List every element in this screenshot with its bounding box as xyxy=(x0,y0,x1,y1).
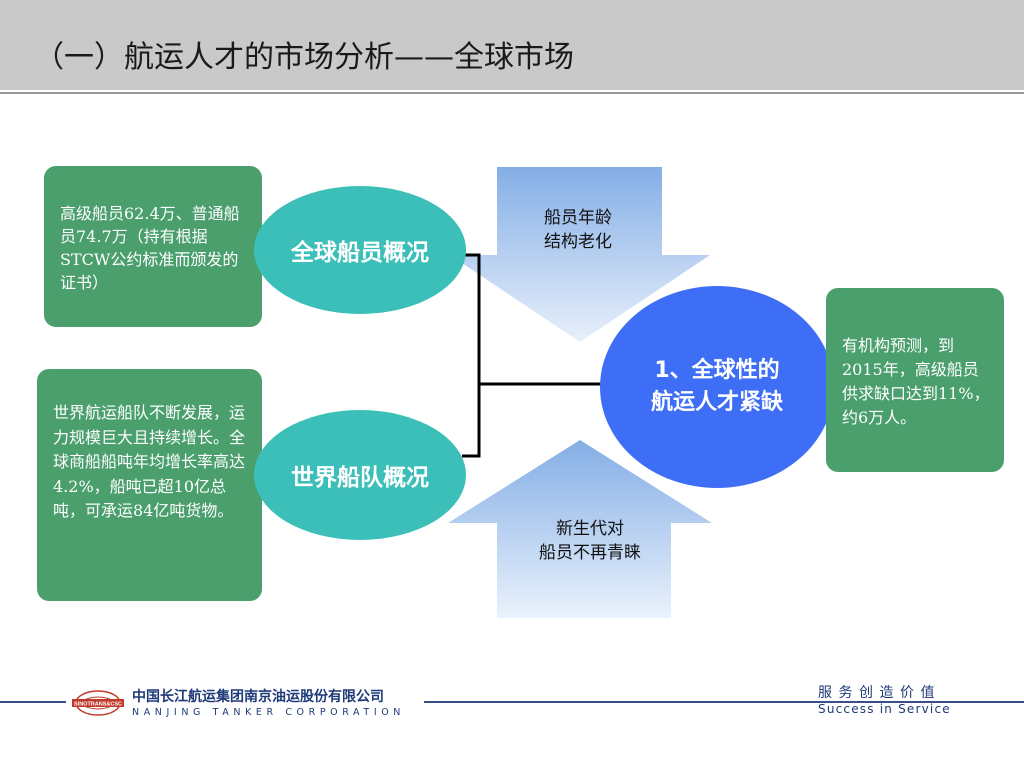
company-name-cn: 中国长江航运集团南京油运股份有限公司 xyxy=(132,689,384,705)
seafarers-overview-ellipse: 全球船员概况 xyxy=(254,186,466,314)
fleet-overview-label: 世界船队概况 xyxy=(291,465,429,491)
slide-title: （一）航运人才的市场分析——全球市场 xyxy=(34,40,574,75)
talent-shortage-line1: 1、全球性的 xyxy=(654,358,780,383)
youth-arrow-line2: 船员不再青睐 xyxy=(539,543,641,563)
aging-arrow-line1: 船员年龄 xyxy=(544,208,612,228)
slogan-cn: 服务创造价值 xyxy=(818,685,941,701)
logo-text: SINOTRANS&CSC xyxy=(74,702,122,708)
seafarers-info-box: 高级船员62.4万、普通船员74.7万（持有根据STCW公约标准而颁发的证书） xyxy=(44,166,262,327)
down-arrow-shape xyxy=(450,167,710,342)
talent-shortage-line2: 航运人才紧缺 xyxy=(650,390,783,415)
aging-arrow-line2: 结构老化 xyxy=(544,232,612,252)
company-name-en: NANJING TANKER CORPORATION xyxy=(132,707,406,718)
footer-line-left xyxy=(0,701,66,703)
youth-arrow-line1: 新生代对 xyxy=(556,519,624,539)
title-divider xyxy=(0,92,1024,94)
slogan-en: Success in Service xyxy=(818,702,951,716)
title-bar xyxy=(0,0,1024,90)
footer-line-right xyxy=(424,701,1024,703)
talent-shortage-ellipse: 1、全球性的 航运人才紧缺 xyxy=(600,286,834,488)
seafarers-overview-label: 全球船员概况 xyxy=(291,240,429,266)
forecast-info-box: 有机构预测，到2015年，高级船员供求缺口达到11%，约6万人。 xyxy=(826,288,1004,472)
up-arrow-shape xyxy=(448,440,712,618)
youth-arrow-label: 新生代对 船员不再青睐 xyxy=(520,517,660,565)
fleet-overview-ellipse: 世界船队概况 xyxy=(254,410,466,540)
aging-arrow-label: 船员年龄 结构老化 xyxy=(528,206,628,254)
bracket-connector xyxy=(462,253,602,458)
company-logo-icon: SINOTRANS&CSC xyxy=(72,690,124,716)
fleet-info-box: 世界航运船队不断发展，运力规模巨大且持续增长。全球商船船吨年均增长率高达4.2%… xyxy=(37,369,262,601)
